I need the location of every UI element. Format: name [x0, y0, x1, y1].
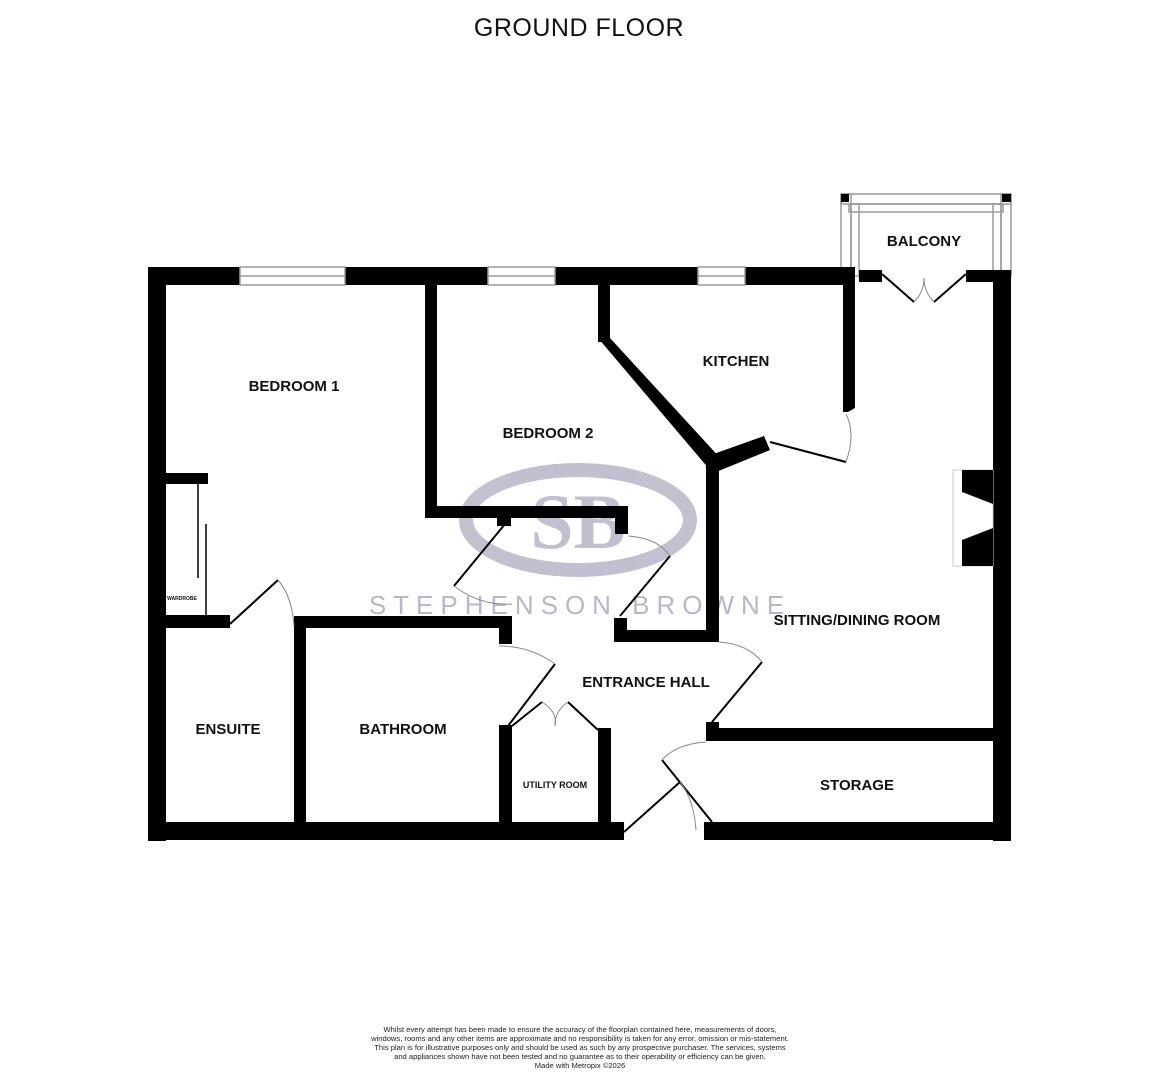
room-label-bedroom1: BEDROOM 1 — [249, 378, 340, 395]
room-label-kitchen: KITCHEN — [703, 353, 770, 370]
walls — [148, 267, 1011, 841]
room-label-ensuite: ENSUITE — [195, 721, 260, 738]
disclaimer: Whilst every attempt has been made to en… — [370, 1025, 790, 1070]
room-label-sitting-dining: SITTING/DINING ROOM — [774, 612, 941, 629]
door-swings — [277, 277, 935, 831]
floor-title: GROUND FLOOR — [473, 14, 685, 42]
room-label-bathroom: BATHROOM — [359, 721, 446, 738]
watermark-brand: STEPHENSON BROWNE — [369, 590, 791, 620]
doors — [229, 273, 967, 833]
room-label-entrance-hall: ENTRANCE HALL — [582, 674, 710, 691]
wardrobe-doors — [197, 484, 207, 615]
room-label-wardrobe: WARDROBE — [167, 596, 197, 602]
watermark-logo: SB — [459, 463, 697, 577]
windows — [239, 266, 746, 286]
room-label-bedroom2: BEDROOM 2 — [503, 425, 594, 442]
room-label-balcony: BALCONY — [887, 233, 961, 250]
room-label-storage: STORAGE — [820, 777, 894, 794]
watermark-monogram: SB — [530, 478, 625, 565]
disclaimer-credit: Made with Metropix ©2026 — [534, 1061, 626, 1070]
room-label-utility: UTILITY ROOM — [523, 780, 587, 790]
disclaimer-text: Whilst every attempt has been made to en… — [371, 1025, 789, 1061]
